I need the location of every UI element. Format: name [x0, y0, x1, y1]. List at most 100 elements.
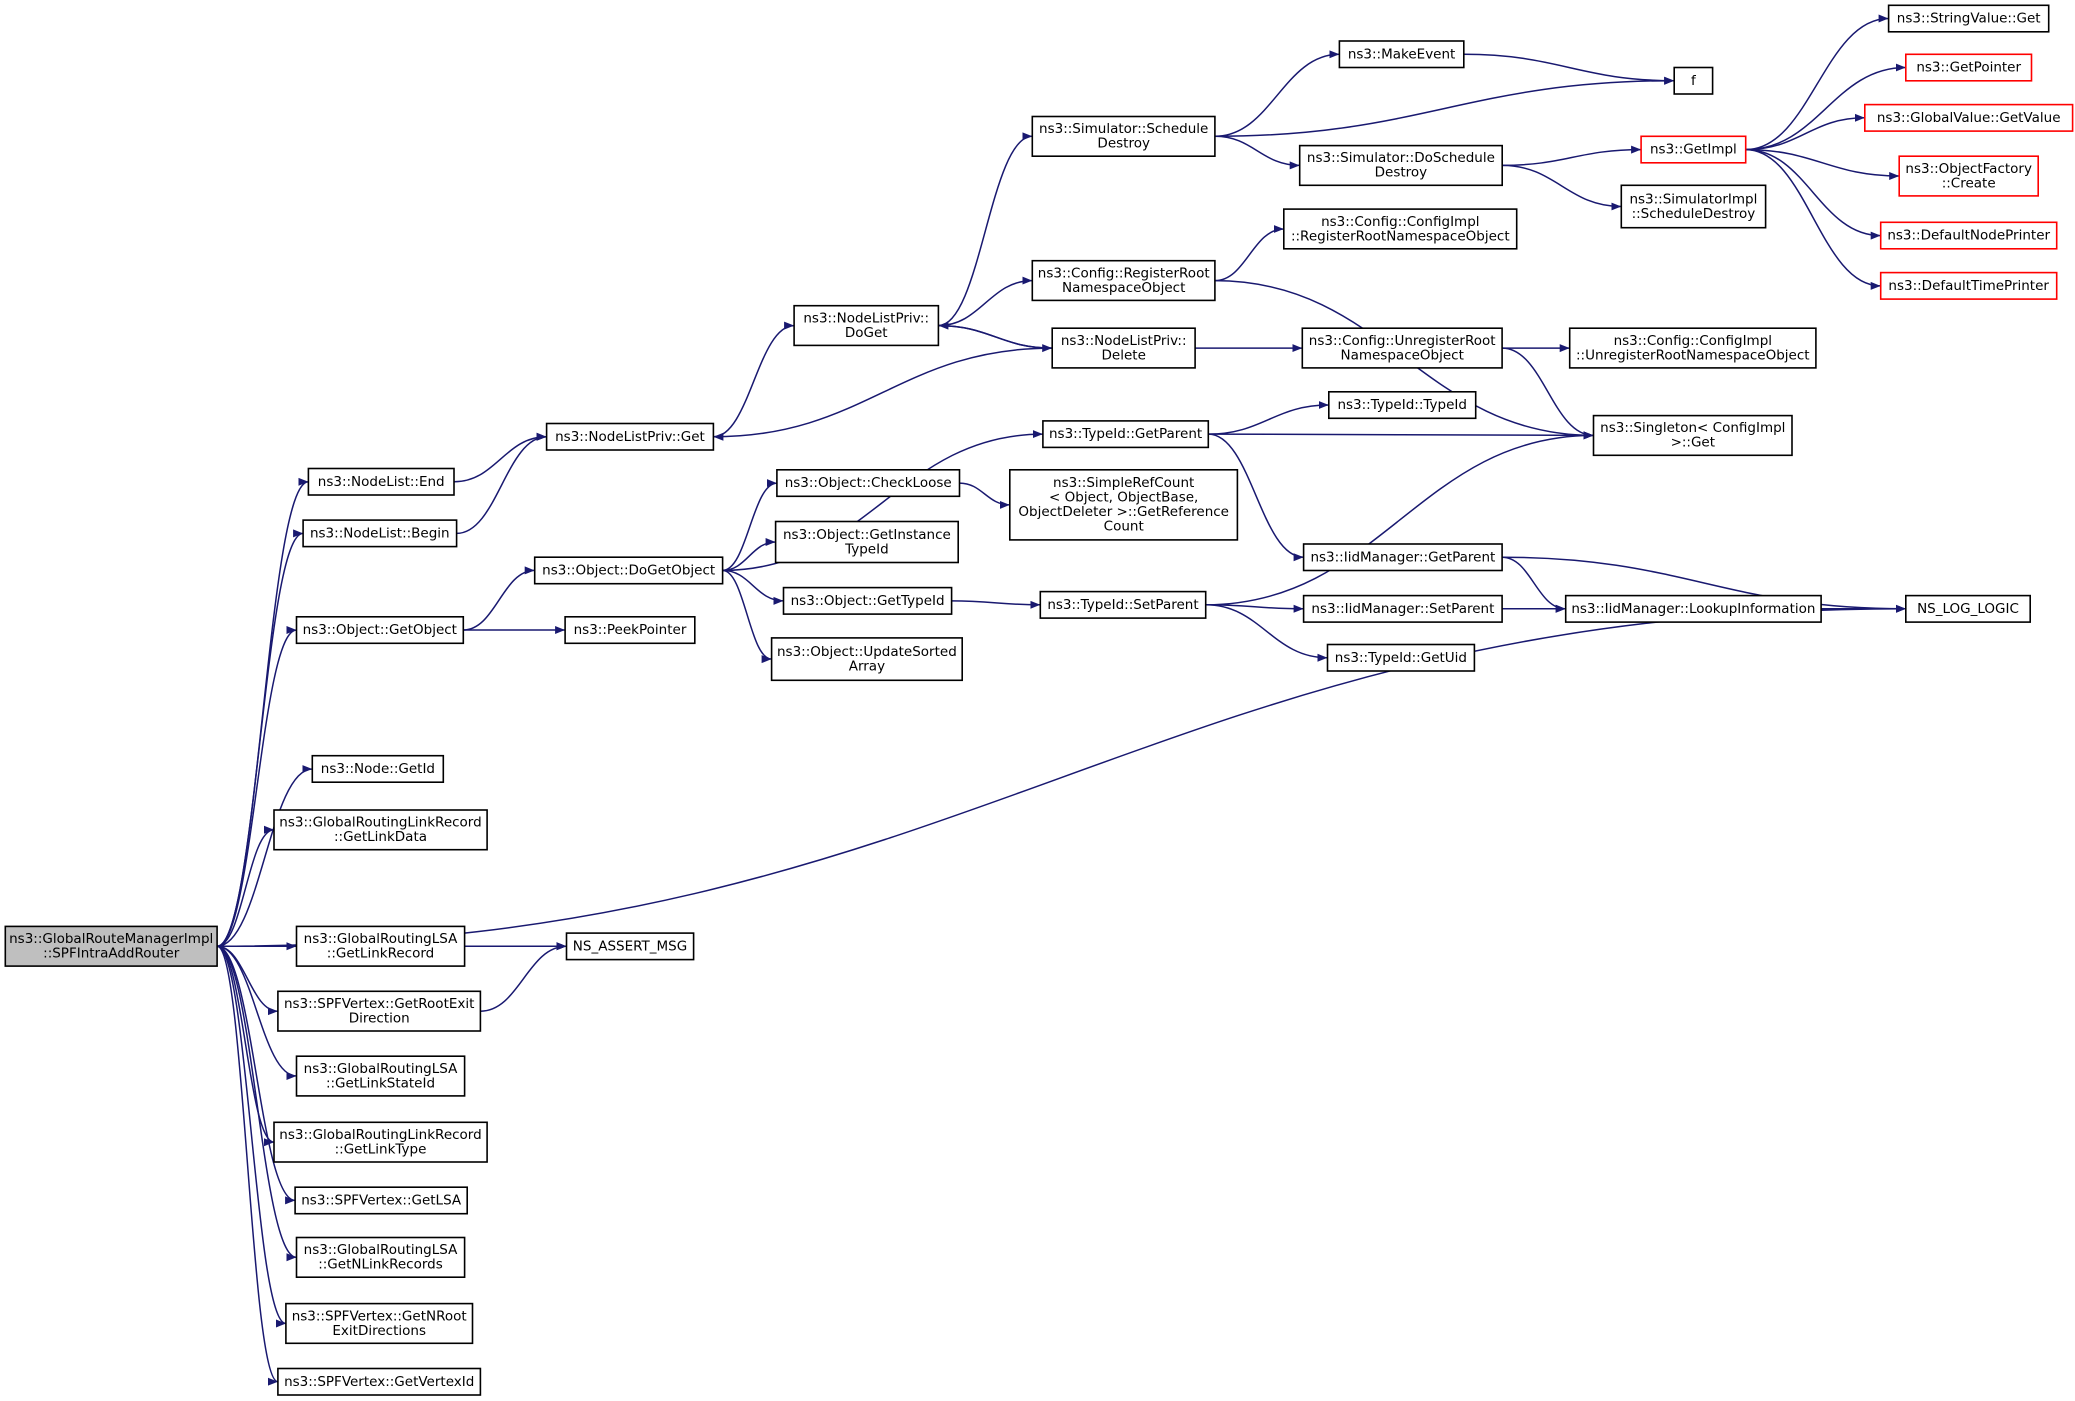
node-getpointer[interactable]: ns3::GetPointer — [1905, 53, 2033, 82]
node-label: ns3::GetImpl — [1650, 142, 1737, 158]
node-label: ::RegisterRootNamespaceObject — [1291, 228, 1510, 244]
node-node_getid[interactable]: ns3::Node::GetId — [311, 754, 445, 784]
node-getimpl[interactable]: ns3::GetImpl — [1640, 135, 1747, 164]
node-label: ns3::PeekPointer — [574, 622, 687, 638]
node-simplerefcount[interactable]: ns3::SimpleRefCount< Object, ObjectBase,… — [1008, 468, 1239, 541]
node-config_unregisterroot[interactable]: ns3::Config::UnregisterRootNamespaceObje… — [1301, 327, 1503, 369]
node-nodelistpriv_doget[interactable]: ns3::NodeListPriv::DoGet — [793, 304, 940, 347]
call-edge-config_unregisterroot-to-singleton_get — [1502, 347, 1594, 440]
node-configimpl_unregisterroot[interactable]: ns3::Config::ConfigImpl::UnregisterRootN… — [1568, 327, 1817, 369]
call-edge-typeid_setparent-to-iidmanager_setparent — [1205, 604, 1304, 613]
node-typeid_typeid[interactable]: ns3::TypeId::TypeId — [1328, 390, 1477, 420]
node-label: ns3::GlobalRoutingLinkRecord — [279, 815, 481, 831]
node-grlsa_getnlinkrecords[interactable]: ns3::GlobalRoutingLSA::GetNLinkRecords — [295, 1236, 466, 1279]
node-ns_assert_msg[interactable]: NS_ASSERT_MSG — [565, 932, 695, 961]
call-edge-root-to-grlsa_getlinkstateid — [217, 945, 297, 1080]
node-label: ns3::SimulatorImpl — [1629, 191, 1757, 207]
node-label: ns3::IidManager::SetParent — [1311, 601, 1494, 617]
call-edge-typeid_getparent-to-typeid_typeid — [1208, 401, 1329, 435]
node-grlsa_getlinkrecord[interactable]: ns3::GlobalRoutingLSA::GetLinkRecord — [295, 925, 466, 967]
node-grlr_getlinkdata[interactable]: ns3::GlobalRoutingLinkRecord::GetLinkDat… — [273, 809, 488, 851]
node-box — [273, 809, 488, 851]
node-box — [302, 519, 458, 548]
node-f[interactable]: f — [1673, 66, 1714, 95]
node-label: ns3::GlobalRoutingLSA — [304, 931, 458, 947]
node-simulator_scheduledestroy[interactable]: ns3::Simulator::ScheduleDestroy — [1031, 115, 1216, 158]
node-nodelist_end[interactable]: ns3::NodeList::End — [307, 467, 455, 496]
node-label: ::Create — [1942, 175, 1996, 191]
node-spf_getvertexid[interactable]: ns3::SPFVertex::GetVertexId — [277, 1367, 482, 1396]
call-edge-root-to-grlr_getlinkdata — [216, 825, 275, 948]
node-label: ns3::Config::ConfigImpl — [1321, 214, 1479, 230]
call-edge-typeid_setparent-to-typeid_getuid — [1205, 604, 1328, 662]
call-edge-root-to-ns_log_logic — [217, 604, 1906, 948]
call-edge-simulator_scheduledestroy-to-makeevent — [1214, 50, 1340, 138]
call-edge-nodelistpriv_doget-to-config_registerroot — [938, 276, 1033, 327]
node-makeevent[interactable]: ns3::MakeEvent — [1338, 40, 1465, 69]
node-label: ns3::GlobalRoutingLinkRecord — [279, 1127, 481, 1143]
node-object_getobject[interactable]: ns3::Object::GetObject — [295, 615, 465, 645]
node-defaulttimeprinter[interactable]: ns3::DefaultTimePrinter — [1879, 271, 2058, 300]
node-label: < Object, ObjectBase, — [1049, 490, 1198, 506]
node-label: ns3::TypeId::TypeId — [1337, 397, 1467, 413]
node-singleton_get[interactable]: ns3::Singleton< ConfigImpl >::Get — [1592, 414, 1793, 457]
node-box — [1031, 115, 1216, 158]
call-edge-root-to-spf_getnrootexit — [216, 945, 287, 1328]
node-label: ::GetLinkData — [334, 829, 427, 845]
call-edge-object_dogetobject-to-object_gettypeid — [722, 569, 784, 605]
node-label: ns3::ObjectFactory — [1905, 161, 2032, 177]
node-iidmanager_getparent[interactable]: ns3::IidManager::GetParent — [1302, 543, 1503, 572]
node-label: ns3::GetPointer — [1916, 60, 2021, 76]
call-edge-root-to-spf_getlsa — [216, 945, 296, 1205]
node-simulatorimpl_scheduledestroy[interactable]: ns3::SimulatorImpl::ScheduleDestroy — [1620, 184, 1767, 229]
node-globalvalue_getvalue[interactable]: ns3::GlobalValue::GetValue — [1864, 103, 2074, 132]
node-typeid_getparent[interactable]: ns3::TypeId::GetParent — [1042, 420, 1210, 449]
node-box — [1640, 135, 1747, 164]
node-typeid_getuid[interactable]: ns3::TypeId::GetUid — [1326, 643, 1476, 672]
node-defaultnodeprinter[interactable]: ns3::DefaultNodePrinter — [1879, 221, 2058, 250]
node-label: TypeId — [844, 541, 889, 557]
node-label: ns3::SPFVertex::GetRootExit — [284, 996, 474, 1012]
node-nodelistpriv_get[interactable]: ns3::NodeListPriv::Get — [545, 422, 715, 451]
node-objectfactory_create[interactable]: ns3::ObjectFactory::Create — [1898, 155, 2039, 197]
node-iidmanager_setparent[interactable]: ns3::IidManager::SetParent — [1302, 594, 1503, 623]
node-nodelist_begin[interactable]: ns3::NodeList::Begin — [302, 519, 458, 548]
node-iidmanager_lookupinformation[interactable]: ns3::IidManager::LookupInformation — [1564, 594, 1822, 623]
node-typeid_setparent[interactable]: ns3::TypeId::SetParent — [1039, 590, 1207, 619]
node-nodelistpriv_delete[interactable]: ns3::NodeListPriv::Delete — [1051, 327, 1196, 369]
node-box — [533, 556, 724, 585]
node-root[interactable]: ns3::GlobalRouteManagerImpl::SPFIntraAdd… — [4, 925, 218, 967]
call-edge-object_gettypeid-to-typeid_setparent — [951, 600, 1041, 609]
node-label: ns3::MakeEvent — [1348, 46, 1456, 62]
node-box — [770, 637, 963, 682]
node-ns_log_logic[interactable]: NS_LOG_LOGIC — [1905, 594, 2032, 623]
call-edge-root-to-nodelist_begin — [216, 529, 304, 948]
node-label: ns3::SPFVertex::GetVertexId — [284, 1374, 474, 1390]
node-configimpl_registerroot[interactable]: ns3::Config::ConfigImpl::RegisterRootNam… — [1283, 208, 1518, 250]
node-config_registerroot[interactable]: ns3::Config::RegisterRootNamespaceObject — [1031, 259, 1216, 302]
node-box — [294, 1186, 469, 1215]
node-label: ns3::Simulator::Schedule — [1039, 121, 1208, 137]
node-label: ns3::Object::CheckLoose — [785, 475, 952, 491]
call-edge-nodelist_end-to-nodelistpriv_get — [453, 432, 547, 483]
node-box — [4, 925, 218, 967]
node-label: ns3::Simulator::DoSchedule — [1307, 150, 1495, 166]
call-edge-typeid_getparent-to-iidmanager_getparent — [1208, 433, 1304, 562]
node-object_gettypeid[interactable]: ns3::Object::GetTypeId — [782, 586, 953, 615]
call-edge-getimpl-to-objectfactory_create — [1745, 148, 1900, 180]
node-object_dogetobject[interactable]: ns3::Object::DoGetObject — [533, 556, 724, 585]
node-box — [277, 1367, 482, 1396]
node-stringvalue_get[interactable]: ns3::StringValue::Get — [1887, 4, 2050, 33]
node-object_checkloose[interactable]: ns3::Object::CheckLoose — [776, 468, 961, 498]
node-box — [285, 1302, 474, 1345]
node-grlr_getlinktype[interactable]: ns3::GlobalRoutingLinkRecord::GetLinkTyp… — [273, 1121, 488, 1163]
node-box — [1302, 594, 1503, 623]
node-peekpointer[interactable]: ns3::PeekPointer — [564, 615, 696, 645]
node-spf_getlsa[interactable]: ns3::SPFVertex::GetLSA — [294, 1186, 469, 1215]
node-grlsa_getlinkstateid[interactable]: ns3::GlobalRoutingLSA::GetLinkStateId — [295, 1055, 466, 1097]
